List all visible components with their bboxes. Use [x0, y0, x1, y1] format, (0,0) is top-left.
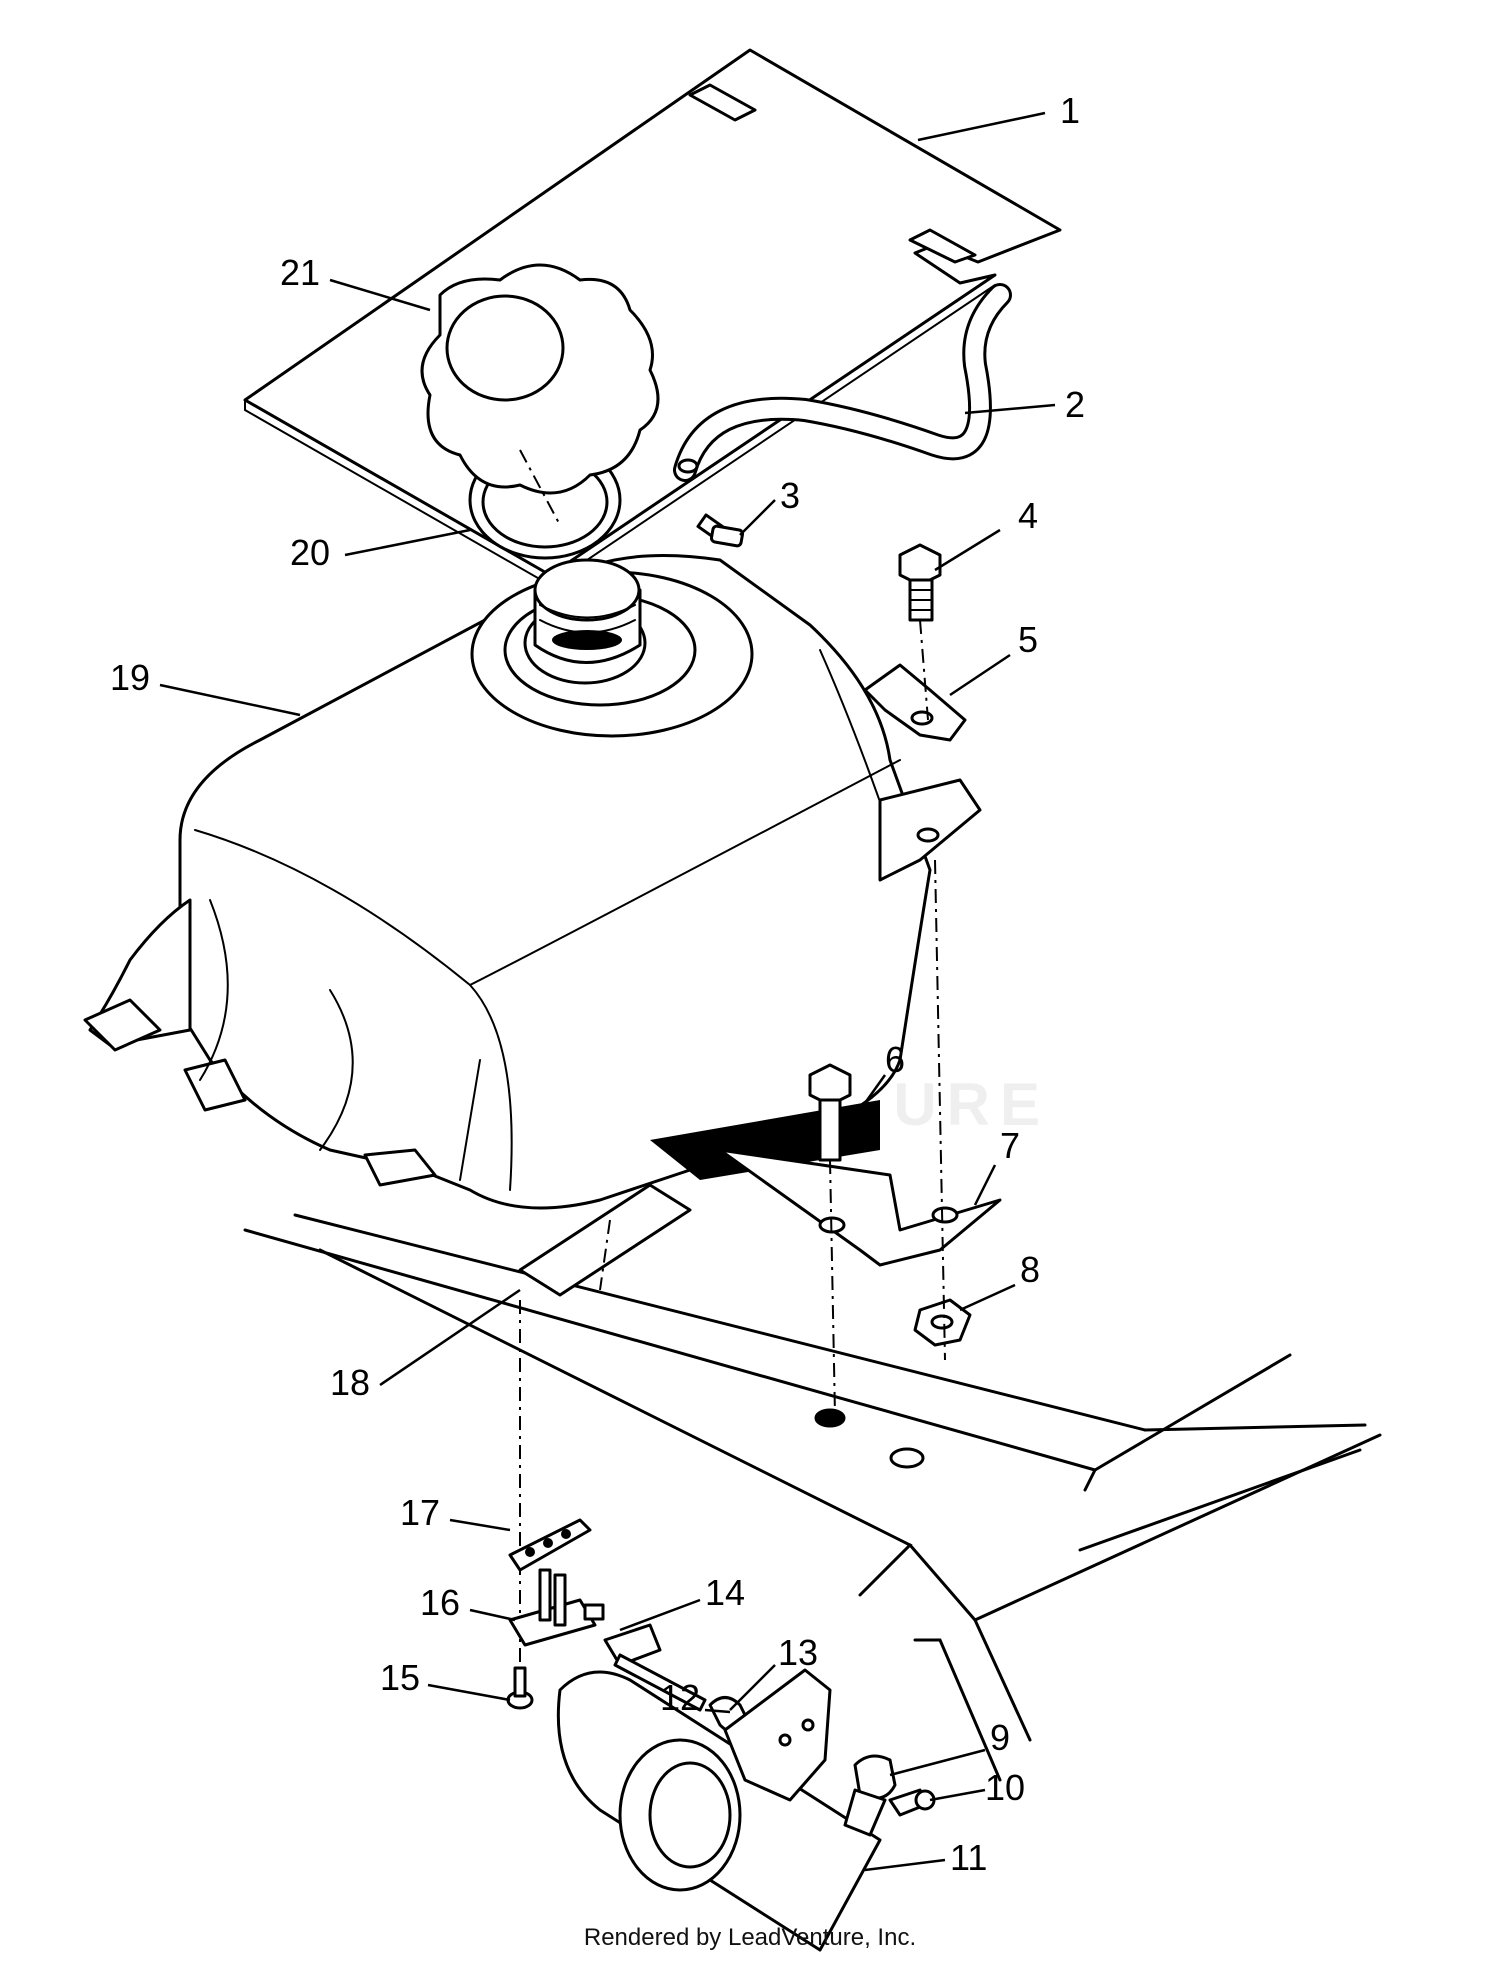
- render-credit: Rendered by LeadVenture, Inc.: [583, 1924, 917, 1951]
- callout-14: 14: [705, 1572, 745, 1613]
- fuel-valve: [506, 1300, 936, 1837]
- frame: [243, 1213, 1382, 1782]
- elbow-fitting: [696, 513, 745, 548]
- fuel-tank: [83, 554, 982, 1210]
- lower-bracket: [518, 859, 1002, 1416]
- callout-4: 4: [1018, 495, 1038, 536]
- callout-21: 21: [280, 252, 320, 293]
- vent-hose: [673, 283, 1012, 482]
- callout-1: 1: [1060, 90, 1080, 131]
- frame-tube: [556, 1670, 882, 1952]
- callout-17: 17: [400, 1492, 440, 1533]
- callout-5: 5: [1018, 619, 1038, 660]
- callout-11: 11: [950, 1837, 987, 1878]
- gas-cap: [420, 263, 660, 560]
- callout-16: 16: [420, 1582, 460, 1623]
- callout-13: 13: [778, 1632, 818, 1673]
- callout-19: 19: [110, 657, 150, 698]
- callout-8: 8: [1020, 1249, 1040, 1290]
- seat-plate: [243, 48, 1062, 587]
- callout-18: 18: [330, 1362, 370, 1403]
- callout-3: 3: [780, 475, 800, 516]
- callout-15: 15: [380, 1657, 420, 1698]
- callout-12: 12: [660, 1677, 700, 1718]
- leader-lines: [159, 111, 1056, 1872]
- callouts: 1 2 3 4 5 6 7 8 9 10 11 12 13 14 15 16 1…: [110, 90, 1085, 1878]
- callout-7: 7: [1000, 1125, 1020, 1166]
- callout-20: 20: [290, 532, 330, 573]
- upper-bracket: [863, 543, 967, 742]
- callout-2: 2: [1065, 384, 1085, 425]
- callout-9: 9: [990, 1717, 1010, 1758]
- callout-10: 10: [985, 1767, 1025, 1808]
- callout-6: 6: [885, 1039, 905, 1080]
